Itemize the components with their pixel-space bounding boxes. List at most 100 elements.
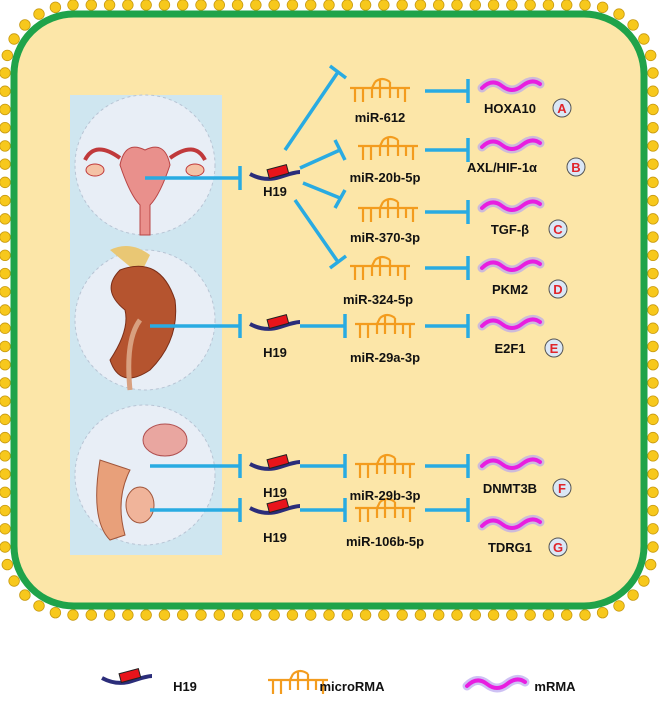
h19-label: H19 xyxy=(263,485,287,500)
lipid-dot xyxy=(647,121,659,134)
lipid-dot xyxy=(647,468,659,480)
lipid-dot xyxy=(177,0,189,11)
h19-label: H19 xyxy=(263,530,287,545)
lipid-dot xyxy=(0,67,11,79)
uterus-image xyxy=(74,94,216,236)
lipid-dot xyxy=(67,609,79,621)
lipid-dot xyxy=(103,0,116,11)
lipid-dot xyxy=(647,304,659,316)
lipid-dot xyxy=(647,176,659,189)
lipid-dot xyxy=(0,358,11,371)
lipid-dot xyxy=(647,395,659,407)
legend-mrna-label: mRMA xyxy=(534,679,576,694)
lipid-dot xyxy=(647,486,659,499)
lipid-dot xyxy=(647,249,659,262)
lipid-dot xyxy=(613,8,625,20)
lipid-dot xyxy=(250,609,262,621)
lipid-dot xyxy=(647,85,659,97)
lipid-dot xyxy=(579,609,591,621)
lipid-dot xyxy=(85,609,97,621)
lipid-dot xyxy=(231,609,244,621)
lipid-dot xyxy=(647,103,659,116)
lipid-dot xyxy=(231,0,244,11)
lipid-dot xyxy=(647,358,659,371)
lipid-dot xyxy=(85,0,97,11)
gene-label: DNMT3B xyxy=(483,481,537,496)
lipid-dot xyxy=(0,249,11,262)
lipid-dot xyxy=(647,67,659,79)
lipid-dot xyxy=(33,600,45,612)
lipid-dot xyxy=(0,304,11,316)
lipid-dot xyxy=(213,0,225,11)
badge-b: B xyxy=(571,160,580,175)
lipid-dot xyxy=(195,0,207,11)
lipid-dot xyxy=(33,8,45,20)
lipid-dot xyxy=(8,575,20,587)
lipid-dot xyxy=(286,609,299,621)
lipid-dot xyxy=(19,19,31,31)
lipid-dot xyxy=(0,158,11,170)
lipid-dot xyxy=(647,450,659,462)
lipid-dot xyxy=(103,609,116,621)
lipid-dot xyxy=(647,158,659,170)
mirna-label: miR-29a-3p xyxy=(350,350,420,365)
mirna-label: miR-20b-5p xyxy=(350,170,421,185)
lipid-dot xyxy=(0,340,11,353)
lipid-dot xyxy=(506,609,518,621)
lipid-dot xyxy=(524,609,536,621)
h19-label: H19 xyxy=(263,184,287,199)
mirna-label: miR-324-5p xyxy=(343,292,413,307)
lipid-dot xyxy=(487,0,500,11)
lipid-dot xyxy=(0,85,11,97)
lipid-dot xyxy=(1,558,14,571)
lipid-dot xyxy=(0,213,11,225)
gene-label: E2F1 xyxy=(494,341,525,356)
lipid-dot xyxy=(487,609,500,621)
badge-c: C xyxy=(553,222,563,237)
legend-h19-icon xyxy=(100,666,154,685)
badge-f: F xyxy=(558,481,566,496)
lipid-dot xyxy=(469,609,481,621)
lipid-dot xyxy=(19,589,31,601)
lipid-dot xyxy=(0,103,11,116)
lipid-dot xyxy=(647,213,659,225)
badge-g: G xyxy=(553,540,563,555)
lipid-dot xyxy=(647,523,659,535)
lipid-dot xyxy=(627,19,639,31)
lipid-dot xyxy=(1,49,14,62)
lipid-dot xyxy=(286,0,299,11)
lipid-dot xyxy=(378,609,390,621)
lipid-dot xyxy=(195,609,207,621)
lipid-dot xyxy=(0,395,11,407)
lipid-dot xyxy=(561,609,573,621)
lipid-dot xyxy=(647,431,659,444)
lipid-dot xyxy=(8,33,20,45)
lipid-dot xyxy=(647,286,659,298)
lipid-dot xyxy=(158,609,171,621)
male-reproductive-image xyxy=(74,404,216,546)
mirna-label: miR-612 xyxy=(355,110,406,125)
lipid-dot xyxy=(0,267,11,280)
lipid-dot xyxy=(451,0,463,11)
lipid-dot xyxy=(596,606,609,619)
lipid-dot xyxy=(0,523,11,535)
gene-label: AXL/HIF-1α xyxy=(467,160,537,175)
lipid-dot xyxy=(0,468,11,480)
lipid-dot xyxy=(323,0,335,11)
lipid-dot xyxy=(0,194,11,207)
lipid-dot xyxy=(0,486,11,499)
lipid-dot xyxy=(647,504,659,517)
lipid-dot xyxy=(0,541,11,553)
lipid-dot xyxy=(49,1,62,14)
lipid-dot xyxy=(122,609,134,621)
mirna-label: miR-29b-3p xyxy=(350,488,421,503)
lipid-dot xyxy=(323,609,335,621)
gene-label: TDRG1 xyxy=(488,540,532,555)
lipid-dot xyxy=(469,0,481,11)
lipid-dot xyxy=(561,0,573,11)
lipid-dot xyxy=(140,609,152,621)
lipid-dot xyxy=(305,609,317,621)
badge-d: D xyxy=(553,282,562,297)
lipid-dot xyxy=(627,589,639,601)
